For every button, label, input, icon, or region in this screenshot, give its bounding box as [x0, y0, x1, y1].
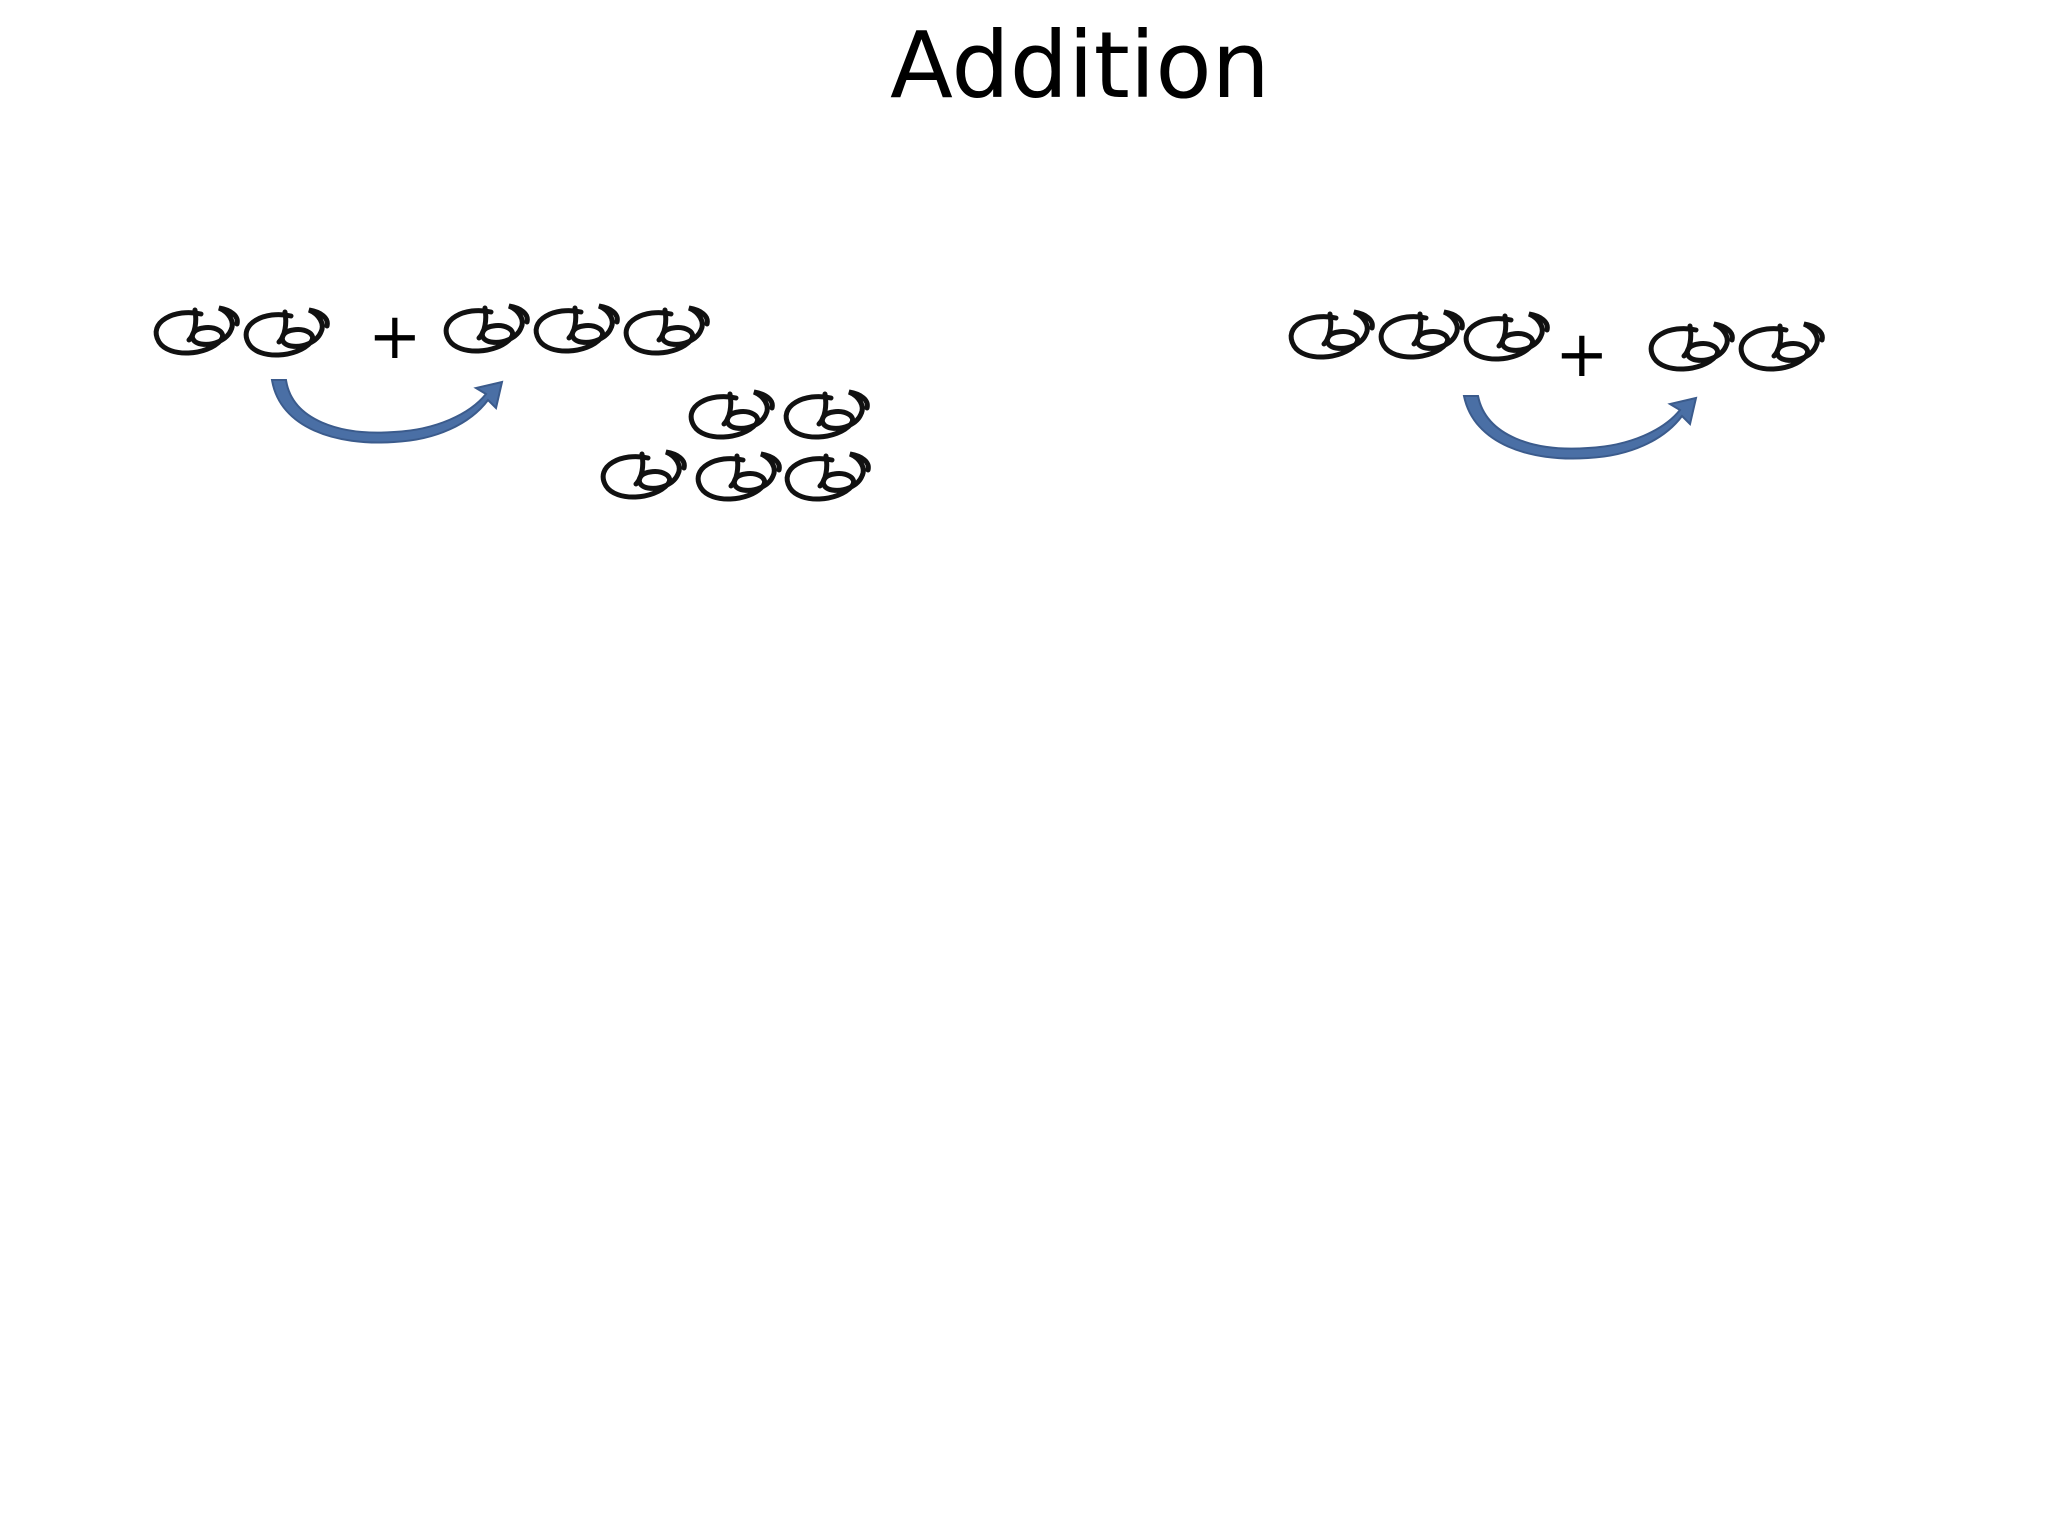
- chain-link-icon: [1651, 324, 1732, 369]
- equation-1-left-group: [156, 308, 327, 355]
- equation-2: +: [1291, 312, 1822, 460]
- chain-link-icon: [691, 392, 772, 437]
- equation-1-result-group: [603, 392, 868, 499]
- equation-1: +: [156, 300, 868, 499]
- chain-link-icon: [1291, 312, 1372, 357]
- curved-arrow-icon: [270, 379, 504, 444]
- chain-link-icon: [1466, 314, 1547, 359]
- slide-title: Addition: [890, 12, 1270, 119]
- chain-link-icon: [156, 308, 237, 353]
- chain-link-icon: [787, 454, 868, 499]
- chain-link-icon: [626, 308, 707, 353]
- chain-link-icon: [446, 306, 527, 351]
- equation-2-right-group: [1651, 324, 1822, 369]
- plus-operator: +: [368, 300, 422, 374]
- chain-link-icon: [698, 454, 779, 499]
- equation-1-right-group: [446, 306, 707, 353]
- curved-arrow-icon: [1462, 395, 1698, 460]
- chain-link-icon: [1381, 312, 1462, 357]
- chain-link-icon: [1741, 324, 1822, 369]
- plus-operator: +: [1555, 318, 1609, 392]
- chain-link-icon: [536, 306, 617, 351]
- chain-link-icon: [786, 392, 867, 437]
- chain-link-icon: [603, 452, 684, 497]
- equation-2-left-group: [1291, 312, 1547, 359]
- chain-link-icon: [246, 310, 327, 355]
